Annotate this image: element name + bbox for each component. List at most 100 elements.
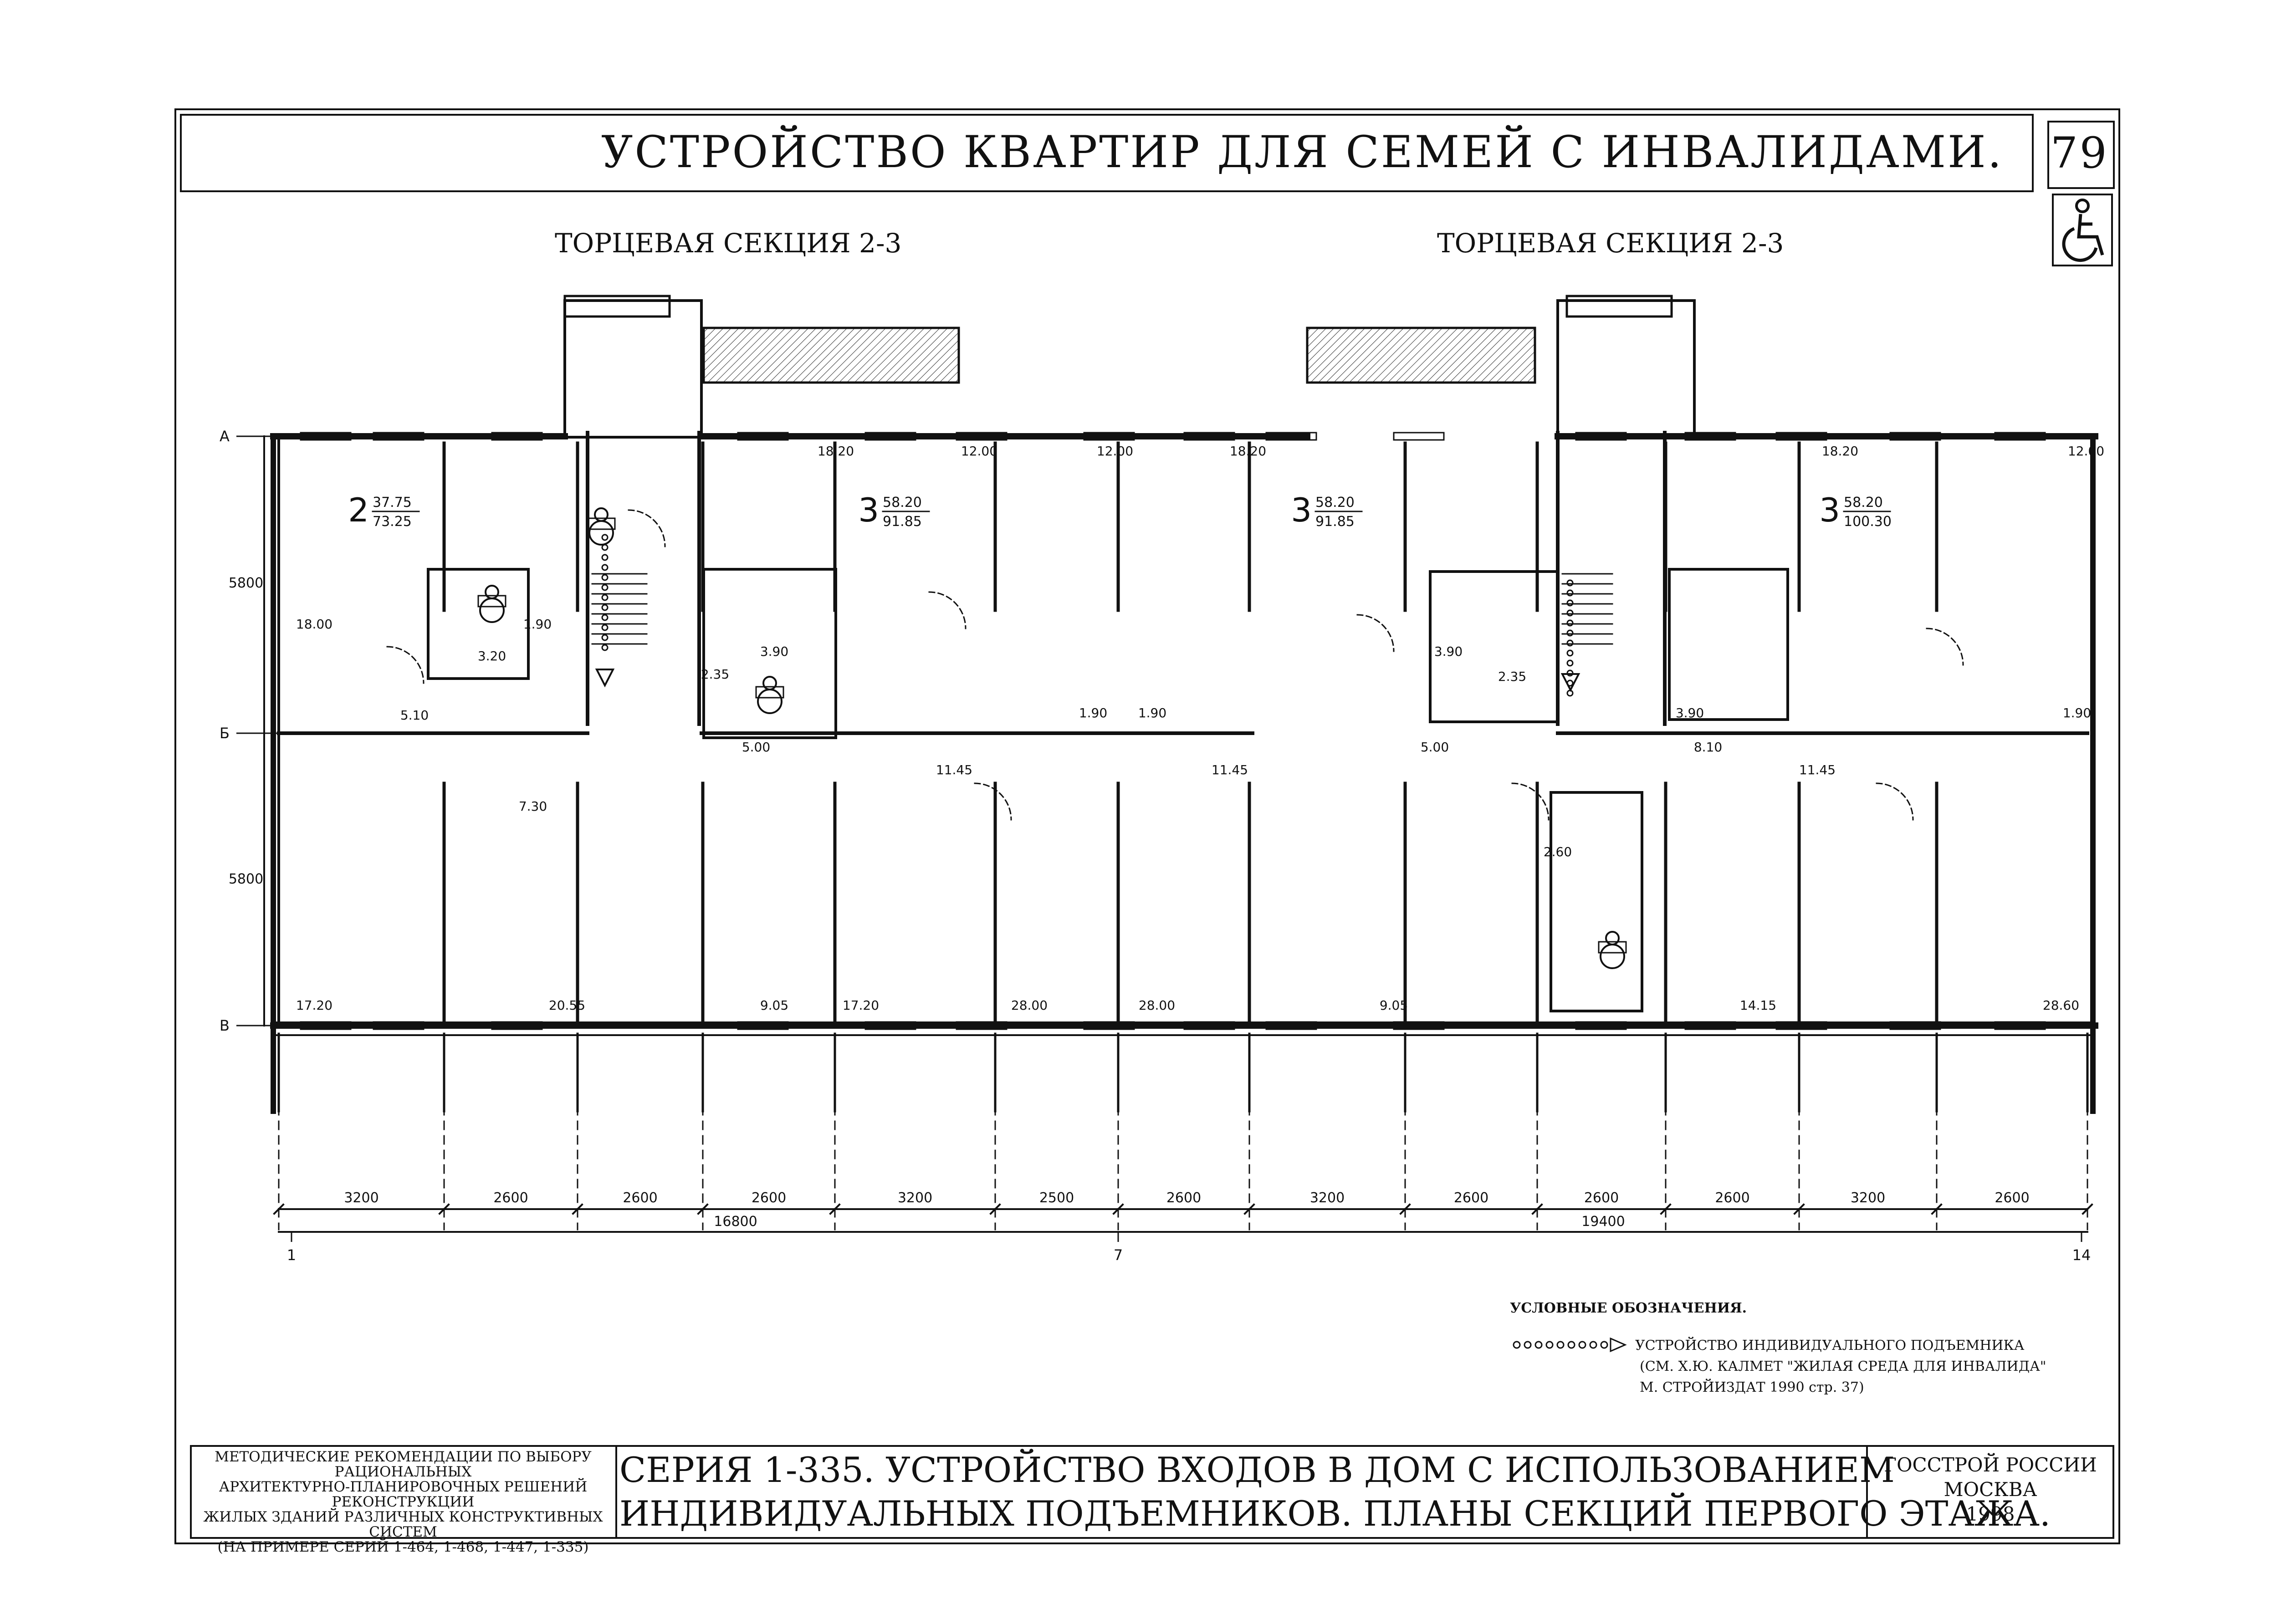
stamp-left-line: ЖИЛЫХ ЗДАНИЙ РАЗЛИЧНЫХ КОНСТРУКТИВНЫХ СИ…	[203, 1509, 603, 1540]
porch	[1306, 327, 1536, 384]
bottom-dimension: 3200	[344, 1190, 378, 1206]
legend-heading: УСЛОВНЫЕ ОБОЗНАЧЕНИЯ.	[1510, 1300, 1747, 1316]
lift-path-dot	[1566, 619, 1574, 627]
bottom-dimension: 2600	[1454, 1190, 1488, 1206]
apartment-count: 3	[858, 491, 879, 529]
window	[737, 432, 789, 441]
window	[373, 432, 425, 441]
lift-path-dot	[601, 574, 609, 581]
stamp-left-line: (НА ПРИМЕРЕ СЕРИЙ 1-464, 1-468, 1-447, 1…	[217, 1539, 589, 1555]
window	[1575, 1021, 1627, 1030]
lift-path-dot	[1566, 629, 1574, 637]
stamp-center-text: СЕРИЯ 1-335. УСТРОЙСТВО ВХОДОВ В ДОМ С И…	[619, 1448, 2051, 1536]
dimension-tick	[1399, 1203, 1411, 1215]
dimension-tick	[2082, 1203, 2093, 1215]
window	[1183, 432, 1235, 441]
stamp-right-text: ГОССТРОЙ РОССИИ МОСКВА 1998	[1867, 1453, 2113, 1527]
lift-path-dot	[1566, 589, 1574, 597]
bottom-dimension: 3200	[1851, 1190, 1885, 1206]
door-swing	[628, 509, 666, 547]
legend-line-3: М. СТРОЙИЗДАТ 1990 стр. 37)	[1640, 1379, 1864, 1395]
total-dimension: 16800	[714, 1214, 757, 1230]
stamp-right-cell	[1866, 1445, 2114, 1539]
axis-label: В	[220, 1017, 230, 1034]
bottom-dimension: 2600	[1715, 1190, 1749, 1206]
apartment-total-area: 73.25	[373, 514, 412, 530]
door-swing	[1876, 782, 1914, 821]
lift-path-dot	[1566, 639, 1574, 647]
axis-label: Б	[220, 725, 230, 742]
dimension-tick	[1793, 1203, 1805, 1215]
window	[300, 1021, 352, 1030]
door-swing	[1511, 782, 1550, 821]
window	[1393, 432, 1445, 441]
room-area: 2.60	[1544, 844, 1572, 859]
porch	[702, 327, 960, 384]
axis-bubble	[1105, 1242, 1131, 1267]
room-area: 8.10	[1694, 740, 1722, 755]
door-swing	[1926, 628, 1964, 666]
stamp-left-line: МЕТОДИЧЕСКИЕ РЕКОМЕНДАЦИИ ПО ВЫБОРУ РАЦИ…	[215, 1449, 592, 1480]
bottom-dimension: 2500	[1039, 1190, 1074, 1206]
wheelchair-lift-icon	[755, 686, 784, 699]
room-area: 5.10	[400, 708, 429, 723]
room-area: 2.35	[1498, 669, 1526, 684]
window	[1083, 1021, 1135, 1030]
wheelchair-lift-icon	[757, 689, 783, 714]
axis-bubble	[213, 721, 236, 745]
room-area: 28.00	[1011, 998, 1048, 1013]
lift-path-dot	[601, 634, 609, 641]
window	[1083, 432, 1135, 441]
bathroom-block	[702, 568, 837, 739]
axis-label: 1	[287, 1246, 296, 1264]
sheet-title: УСТРОЙСТВО КВАРТИР ДЛЯ СЕМЕЙ С ИНВАЛИДАМ…	[601, 127, 2004, 178]
lift-path-dot	[601, 554, 609, 561]
window	[1994, 1021, 2046, 1030]
page-number-box	[2047, 121, 2115, 189]
apartment-total-area: 91.85	[883, 514, 922, 530]
room-area: 17.20	[843, 998, 879, 1013]
dimension-tick	[1531, 1203, 1543, 1215]
room-area: 11.45	[1212, 762, 1248, 777]
room-area: 28.00	[1139, 998, 1175, 1013]
legend-line-2: (СМ. Х.Ю. КАЛМЕТ "ЖИЛАЯ СРЕДА ДЛЯ ИНВАЛИ…	[1640, 1358, 2046, 1374]
axis-label: 14	[2072, 1246, 2091, 1264]
wheelchair-lift-icon	[479, 598, 505, 623]
axis-bubble	[279, 1242, 304, 1267]
window	[956, 1021, 1008, 1030]
stair-core	[1556, 299, 1696, 439]
apartment-count: 2	[348, 491, 369, 529]
room-area: 20.55	[549, 998, 585, 1013]
wheelchair-lift-icon	[1605, 931, 1620, 945]
dimension-tick	[1931, 1203, 1943, 1215]
axis-bubble	[213, 424, 236, 448]
dimension-tick	[438, 1203, 450, 1215]
wheelchair-lift-icon	[1598, 941, 1627, 954]
window	[1775, 432, 1827, 441]
window	[864, 1021, 916, 1030]
lift-path-dot	[601, 644, 609, 651]
stamp-center-line: СЕРИЯ 1-335. УСТРОЙСТВО ВХОДОВ В ДОМ С И…	[619, 1450, 1895, 1490]
organization-year: 1998	[1966, 1503, 2015, 1525]
bottom-dimension: 2600	[493, 1190, 528, 1206]
apartment-living-area: 58.20	[1844, 495, 1883, 511]
room-area: 12.00	[961, 444, 997, 459]
accessibility-box	[2052, 194, 2113, 266]
lift-legend-symbol	[1513, 1337, 1627, 1353]
window	[491, 432, 543, 441]
stamp-block	[190, 1445, 2114, 1539]
apartment-living-area: 37.75	[373, 495, 412, 511]
window	[491, 1021, 543, 1030]
door-swing	[974, 782, 1012, 821]
bottom-dimension: 2600	[1995, 1190, 2029, 1206]
room-area: 11.45	[1799, 762, 1836, 777]
apartment-count: 3	[1819, 491, 1840, 529]
wheelchair-lift-icon	[587, 517, 616, 530]
apartment-count: 3	[1291, 491, 1312, 529]
apartment-living-area: 58.20	[1315, 495, 1355, 511]
room-area: 5.00	[742, 740, 770, 755]
room-area: 18.20	[818, 444, 854, 459]
lift-path-dot	[1566, 659, 1574, 667]
